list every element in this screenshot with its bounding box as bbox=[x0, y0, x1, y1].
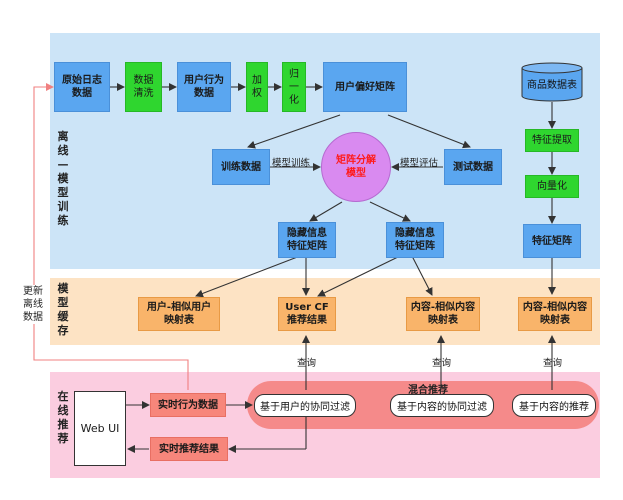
user-cf-filter-pill: 基于用户的协同过滤 bbox=[254, 394, 356, 417]
hybrid-label: 混合推荐 bbox=[408, 385, 448, 396]
training-data: 训练数据 bbox=[212, 149, 270, 185]
offline-label: 离线—模型训练 bbox=[57, 130, 69, 227]
hidden-user-feature-matrix: 隐藏信息 特征矩阵 bbox=[278, 222, 336, 258]
feature-matrix: 特征矩阵 bbox=[523, 224, 581, 258]
item-table-label: 商品数据表 bbox=[527, 80, 577, 91]
data-cleaning: 数据 清洗 bbox=[125, 62, 162, 112]
realtime-recommend-result: 实时推荐结果 bbox=[150, 437, 228, 461]
test-data: 测试数据 bbox=[444, 149, 502, 185]
user-similar-user-map: 用户-相似用户 映射表 bbox=[138, 297, 220, 331]
query-label-1: 查询 bbox=[297, 358, 317, 369]
mf-model-circle: 矩阵分解 模型 bbox=[321, 132, 391, 202]
content-similar-map-1: 内容-相似内容 映射表 bbox=[406, 297, 480, 331]
user-cf-results: User CF 推荐结果 bbox=[278, 297, 336, 331]
user-behavior-data: 用户行为 数据 bbox=[177, 62, 231, 112]
user-preference-matrix: 用户偏好矩阵 bbox=[323, 62, 407, 112]
eval-arrow-label: 模型评估 bbox=[400, 158, 439, 169]
feedback-label: 更新 离线 数据 bbox=[18, 285, 48, 324]
query-label-3: 查询 bbox=[543, 358, 563, 369]
mf-model-label: 矩阵分解 模型 bbox=[336, 155, 376, 179]
online-label: 在线推荐 bbox=[57, 390, 69, 445]
feature-extraction: 特征提取 bbox=[525, 129, 579, 152]
vectorization: 向量化 bbox=[525, 175, 579, 198]
cache-label: 模型缓存 bbox=[57, 282, 69, 337]
web-ui: Web UI bbox=[74, 391, 126, 466]
weighting: 加 权 bbox=[246, 62, 268, 112]
content-rec-pill: 基于内容的推荐 bbox=[512, 394, 596, 417]
query-label-2: 查询 bbox=[432, 358, 452, 369]
normalization: 归 一 化 bbox=[282, 62, 306, 112]
train-arrow-label: 模型训练 bbox=[272, 158, 311, 169]
item-cf-filter-pill: 基于内容的协同过滤 bbox=[390, 394, 494, 417]
hidden-item-feature-matrix: 隐藏信息 特征矩阵 bbox=[386, 222, 444, 258]
content-similar-map-2: 内容-相似内容 映射表 bbox=[518, 297, 592, 331]
raw-log-data: 原始日志 数据 bbox=[54, 62, 110, 112]
realtime-behavior-data: 实时行为数据 bbox=[150, 393, 226, 417]
item-table-cylinder: 商品数据表 bbox=[521, 62, 583, 102]
